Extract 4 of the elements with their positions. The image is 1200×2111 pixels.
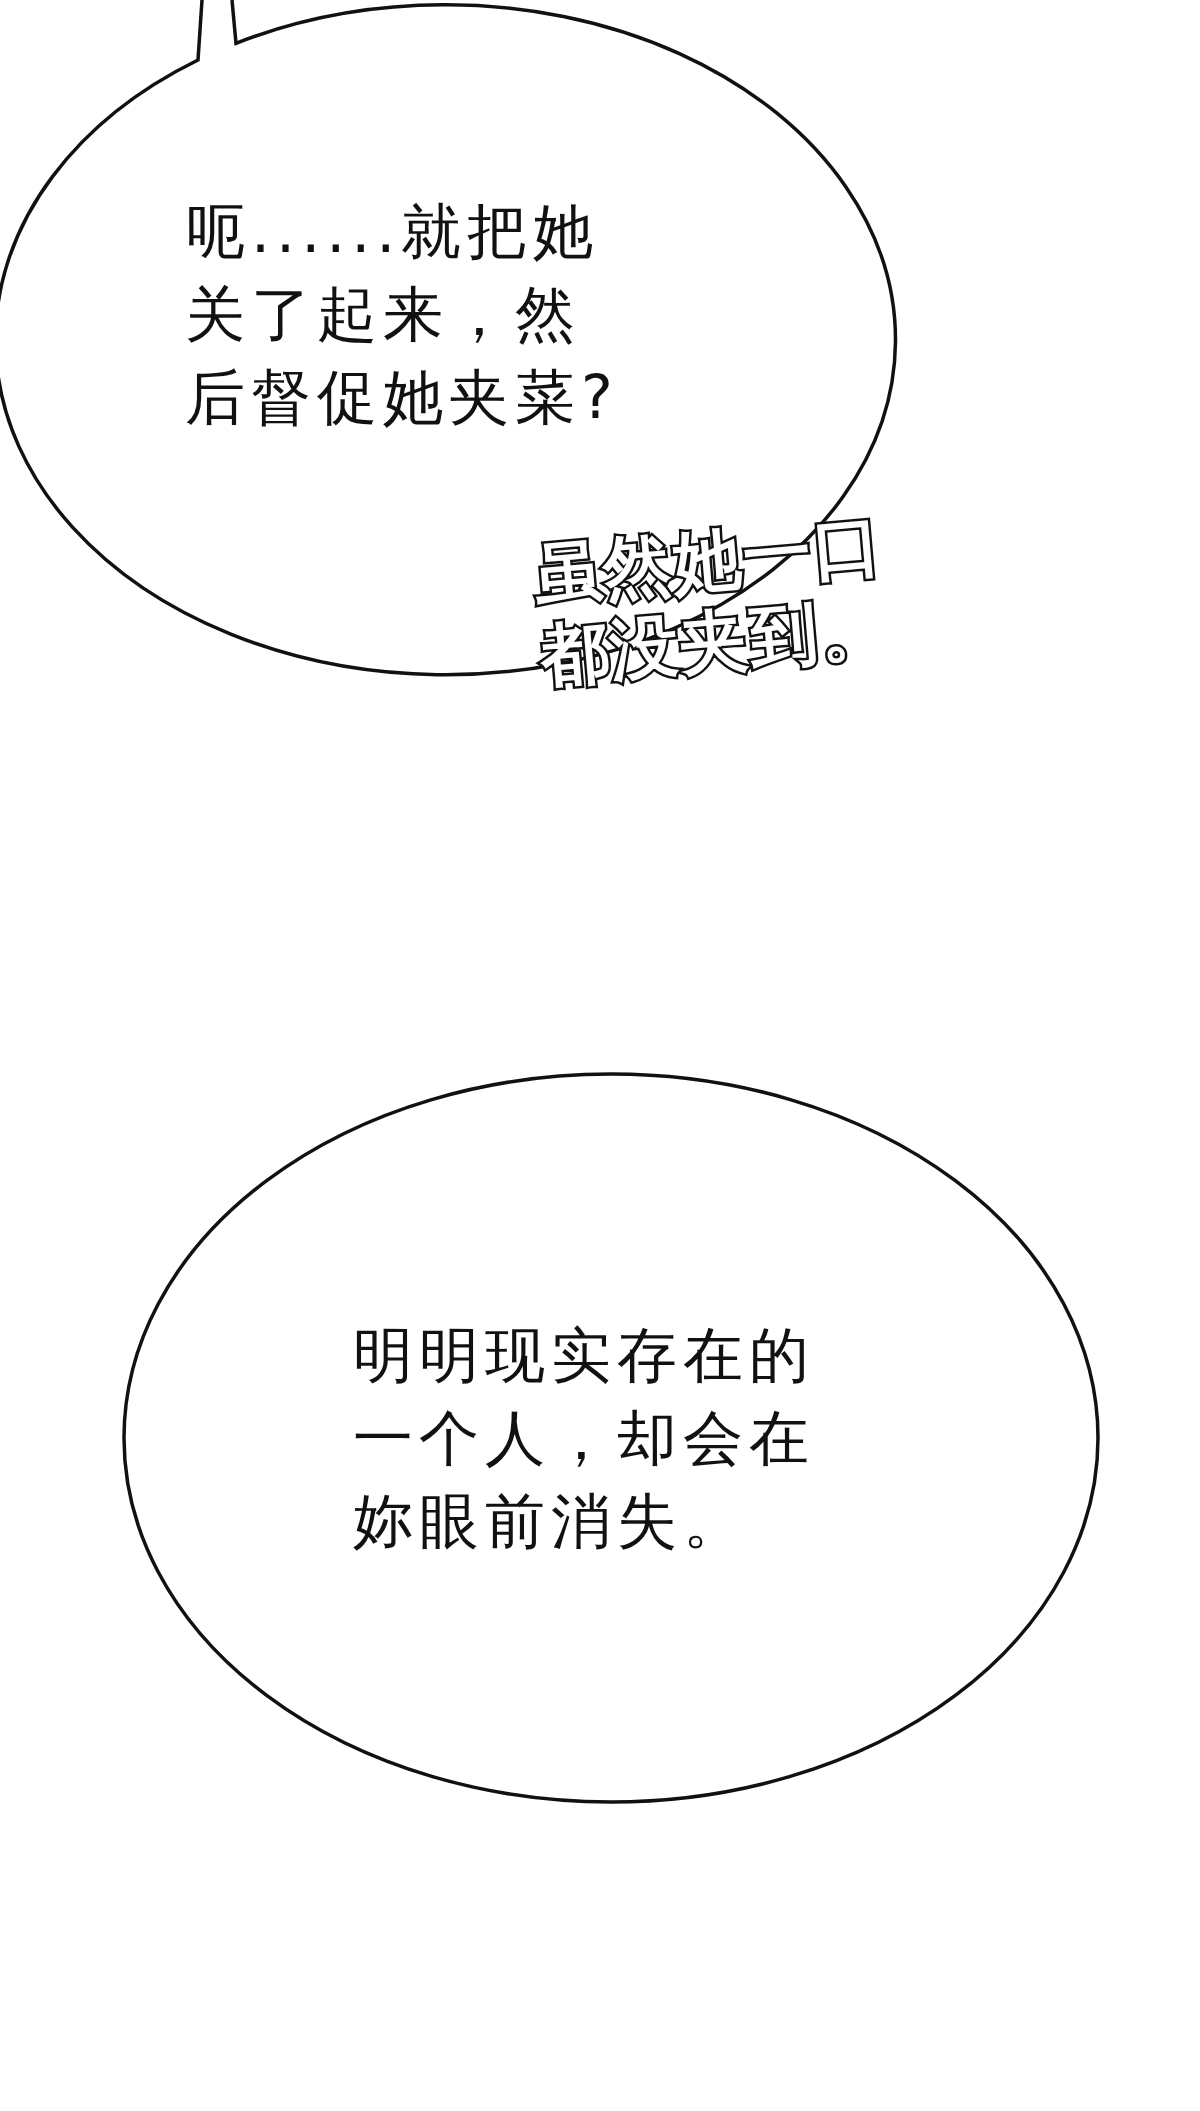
dialogue-text: 呃......就把她关了起来，然后督促她夹菜? (185, 195, 620, 434)
dialogue-text: 明明现实存在的一个人，却会在妳眼前消失。 (353, 1319, 816, 1558)
speech-bubble (122, 1072, 1100, 1804)
outlined-text: 虽然她一口都没夹到。 (530, 504, 894, 699)
